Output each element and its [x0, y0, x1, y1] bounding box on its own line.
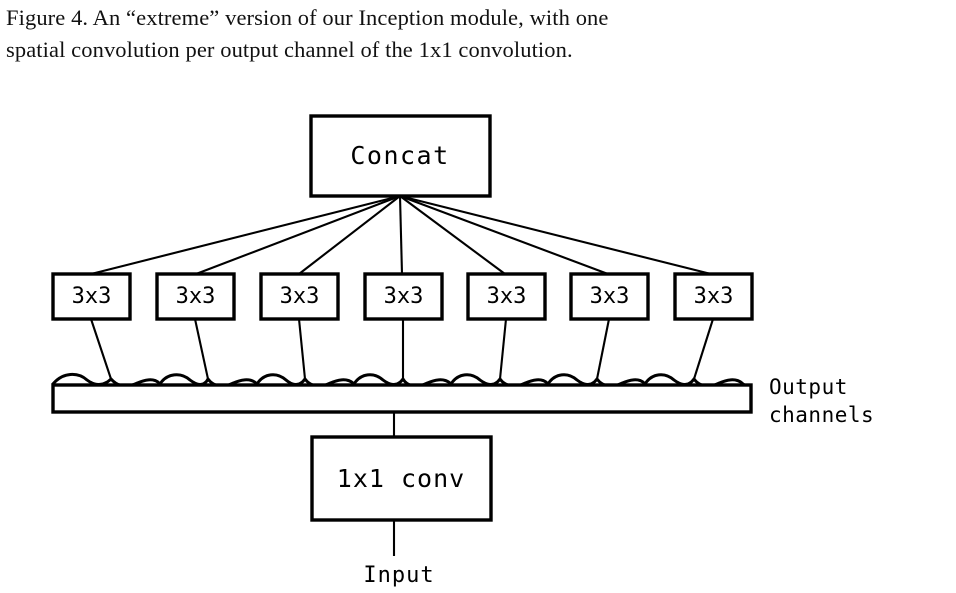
output-channels-bar [51, 383, 753, 414]
caption-line-2: spatial convolution per output channel o… [6, 37, 573, 62]
edge-conv7-to-concat [399, 194, 712, 276]
conv3x3-box-4[interactable]: 3x3 [363, 272, 444, 321]
channel-to-conv-edges [90, 318, 715, 380]
conv3x3-box-5-rect [466, 272, 547, 321]
edge-conv1-to-concat [90, 194, 401, 276]
conv3x3-box-2[interactable]: 3x3 [155, 272, 236, 321]
output-channels-label-line-2: channels [769, 403, 874, 427]
pointwise-conv-box[interactable]: 1x1 conv [310, 435, 493, 522]
input-label: Input [363, 563, 434, 588]
conv3x3-box-5[interactable]: 3x3 [466, 272, 547, 321]
caption-line-1: Figure 4. An “extreme” version of our In… [6, 5, 609, 30]
conv3x3-box-6[interactable]: 3x3 [569, 272, 650, 321]
output-channels-bar-rect [51, 383, 753, 414]
conv3x3-box-2-label: 3x3 [176, 284, 216, 309]
conv3x3-box-1[interactable]: 3x3 [51, 272, 132, 321]
concat-box-rect [309, 114, 492, 198]
edge-conv2-to-concat [195, 195, 401, 275]
pointwise-conv-box-label: 1x1 conv [337, 464, 465, 493]
conv3x3-box-5-label: 3x3 [487, 284, 527, 309]
conv3x3-box-6-rect [569, 272, 650, 321]
edge-channels-to-conv1 [90, 318, 112, 380]
pointwise-conv-box-rect [310, 435, 493, 522]
conv3x3-box-1-rect [51, 272, 132, 321]
conv3x3-box-1-label: 3x3 [72, 284, 112, 309]
edge-channels-to-conv3 [297, 318, 307, 380]
conv3x3-box-4-label: 3x3 [384, 284, 424, 309]
conv3x3-box-7-label: 3x3 [694, 284, 734, 309]
concat-fanout-edges [90, 194, 712, 276]
architecture-diagram: Concat 3x3 3x3 3x3 3x3 3x3 3x3 3x3 [0, 96, 956, 593]
concat-box[interactable]: Concat [309, 114, 492, 198]
edge-channels-to-conv6 [595, 318, 611, 380]
edge-channels-to-conv2 [193, 318, 210, 380]
edge-channels-to-conv7 [692, 318, 715, 380]
edge-conv4-to-concat [398, 195, 404, 275]
concat-box-label: Concat [350, 141, 449, 170]
spatial-conv-row: 3x3 3x3 3x3 3x3 3x3 3x3 3x3 [51, 272, 754, 321]
output-channels-label: Output channels [769, 375, 874, 427]
conv3x3-box-7[interactable]: 3x3 [673, 272, 754, 321]
edge-conv5-to-concat [399, 195, 506, 275]
conv3x3-box-6-label: 3x3 [590, 284, 630, 309]
conv3x3-box-3[interactable]: 3x3 [259, 272, 340, 321]
conv3x3-box-7-rect [673, 272, 754, 321]
edge-conv6-to-concat [399, 195, 609, 275]
edge-channels-to-conv5 [498, 318, 508, 380]
figure-caption: Figure 4. An “extreme” version of our In… [6, 2, 950, 66]
output-channels-label-line-1: Output [769, 375, 848, 399]
conv3x3-box-3-label: 3x3 [280, 284, 320, 309]
conv3x3-box-4-rect [363, 272, 444, 321]
edge-conv3-to-concat [298, 195, 401, 275]
